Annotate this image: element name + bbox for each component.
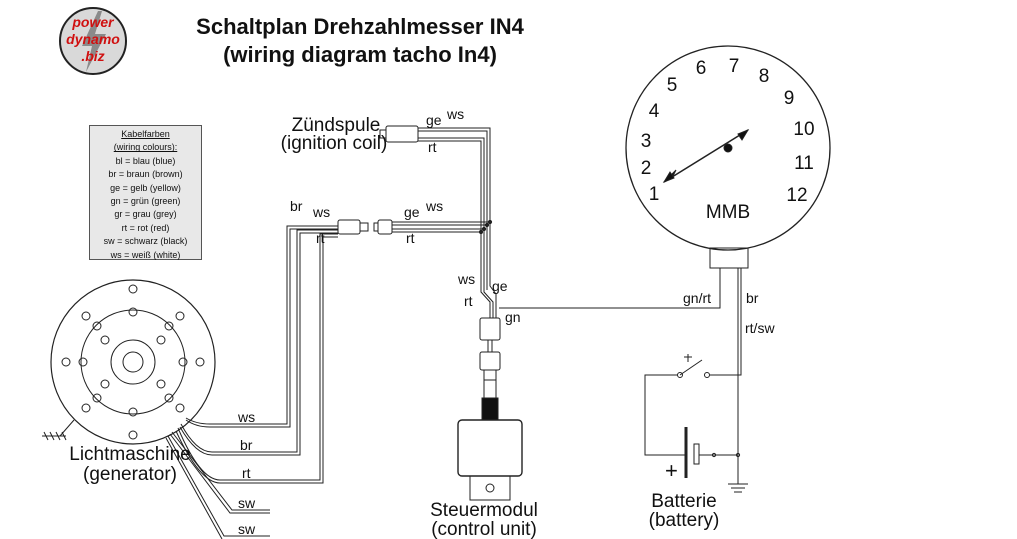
wire-coil <box>418 127 491 232</box>
wire-label-ws: ws <box>446 106 464 122</box>
dial-number: 5 <box>667 75 678 96</box>
legend-heading: Kabelfarben <box>121 129 170 139</box>
dial-number: 10 <box>793 119 814 140</box>
wire-label-br: br <box>746 290 759 306</box>
switch-blade <box>679 359 703 376</box>
logo-text-biz: .biz <box>81 48 104 64</box>
generator <box>42 279 216 445</box>
control-unit <box>457 419 523 477</box>
ground-icon <box>728 455 748 493</box>
logo-text-power: power <box>71 14 115 30</box>
generator-label-en: (generator) <box>83 464 177 485</box>
legend-entry: sw = schwarz (black) <box>103 236 188 247</box>
wire-gen-sw1 <box>171 431 270 511</box>
wire-gen-br <box>180 229 338 453</box>
legend-entry: gn = grün (green) <box>110 196 181 207</box>
generator-ground-icon <box>42 419 75 441</box>
control-unit-label: Steuermodul <box>430 500 538 521</box>
logo-text-dynamo: dynamo <box>66 31 120 47</box>
wire-label-br: br <box>240 437 253 453</box>
legend-subheading: (wiring colours): <box>113 142 178 153</box>
dial-number: 9 <box>784 88 795 109</box>
wire-label-ws: ws <box>457 271 475 287</box>
dial-number: 4 <box>649 101 660 122</box>
connector-harness <box>377 219 393 235</box>
control-unit-plug-top <box>479 317 501 341</box>
dial-number: 3 <box>641 131 652 152</box>
wire-label-ge: ge <box>426 112 442 128</box>
wire-label-ws: ws <box>312 204 330 220</box>
wire-label-rt: rt <box>464 293 473 309</box>
legend-entry: gr = grau (grey) <box>114 209 177 220</box>
connector-coil <box>385 125 419 143</box>
legend-entry: ws = weiß (white) <box>110 249 181 260</box>
wire-label-sw: sw <box>238 495 256 511</box>
wire-label-gnrt: gn/rt <box>683 290 711 306</box>
wire-label-rt: rt <box>406 230 415 246</box>
wire-label-ge: ge <box>492 278 508 294</box>
tacho-needle <box>663 129 749 183</box>
wire-label-rt: rt <box>428 139 437 155</box>
dial-number: 2 <box>641 158 652 179</box>
battery-label: Batterie <box>651 491 716 512</box>
dial-number: 7 <box>729 56 740 77</box>
legend-entry: br = braun (brown) <box>108 169 183 180</box>
legend-entry: ge = gelb (yellow) <box>110 182 181 193</box>
wire-label-gn: gn <box>505 309 521 325</box>
wiring-colour-legend: Kabelfarben (wiring colours): bl = blau … <box>89 125 202 260</box>
wire-trunk <box>480 222 721 318</box>
wire-label-br: br <box>290 198 303 214</box>
wire-label-rt: rt <box>316 230 325 246</box>
title-line-1: Schaltplan Drehzahlmesser IN4 <box>196 14 524 39</box>
connector-generator <box>337 219 361 235</box>
wire-label-sw: sw <box>238 521 256 537</box>
coil-label: Zündspule <box>292 115 381 136</box>
legend-entry: bl = blau (blue) <box>115 155 176 166</box>
dial-number: 6 <box>696 58 707 79</box>
wire-gen-rt <box>177 233 338 481</box>
wire-label-ge: ge <box>404 204 420 220</box>
wire-label-rtsw: rt/sw <box>745 320 775 336</box>
wire-label-ws: ws <box>237 409 255 425</box>
wire-gen-ws <box>185 225 338 425</box>
dial-number: 11 <box>794 153 814 174</box>
tacho-brand: MMB <box>706 202 750 223</box>
dial-number: 1 <box>649 184 660 205</box>
wire-gen-sw2 <box>167 435 270 537</box>
wire-label-rt: rt <box>242 465 251 481</box>
dial-number: 12 <box>786 185 807 206</box>
control-unit-plug-bottom <box>479 351 501 371</box>
battery-label-en: (battery) <box>649 510 720 531</box>
title-line-2: (wiring diagram tacho In4) <box>223 42 497 67</box>
control-unit-label-en: (control unit) <box>431 519 537 539</box>
legend-entry: rt = rot (red) <box>121 222 170 233</box>
wire-label-ws: ws <box>425 198 443 214</box>
battery-plus-sign: + <box>665 458 678 483</box>
dial-number: 8 <box>759 66 770 87</box>
wire-switch <box>644 300 742 456</box>
tachometer <box>625 45 831 455</box>
coil-label-en: (ignition coil) <box>281 133 388 154</box>
powerdynamo-logo: power dynamo .biz <box>58 6 128 76</box>
generator-label: Lichtmaschine <box>69 444 190 465</box>
